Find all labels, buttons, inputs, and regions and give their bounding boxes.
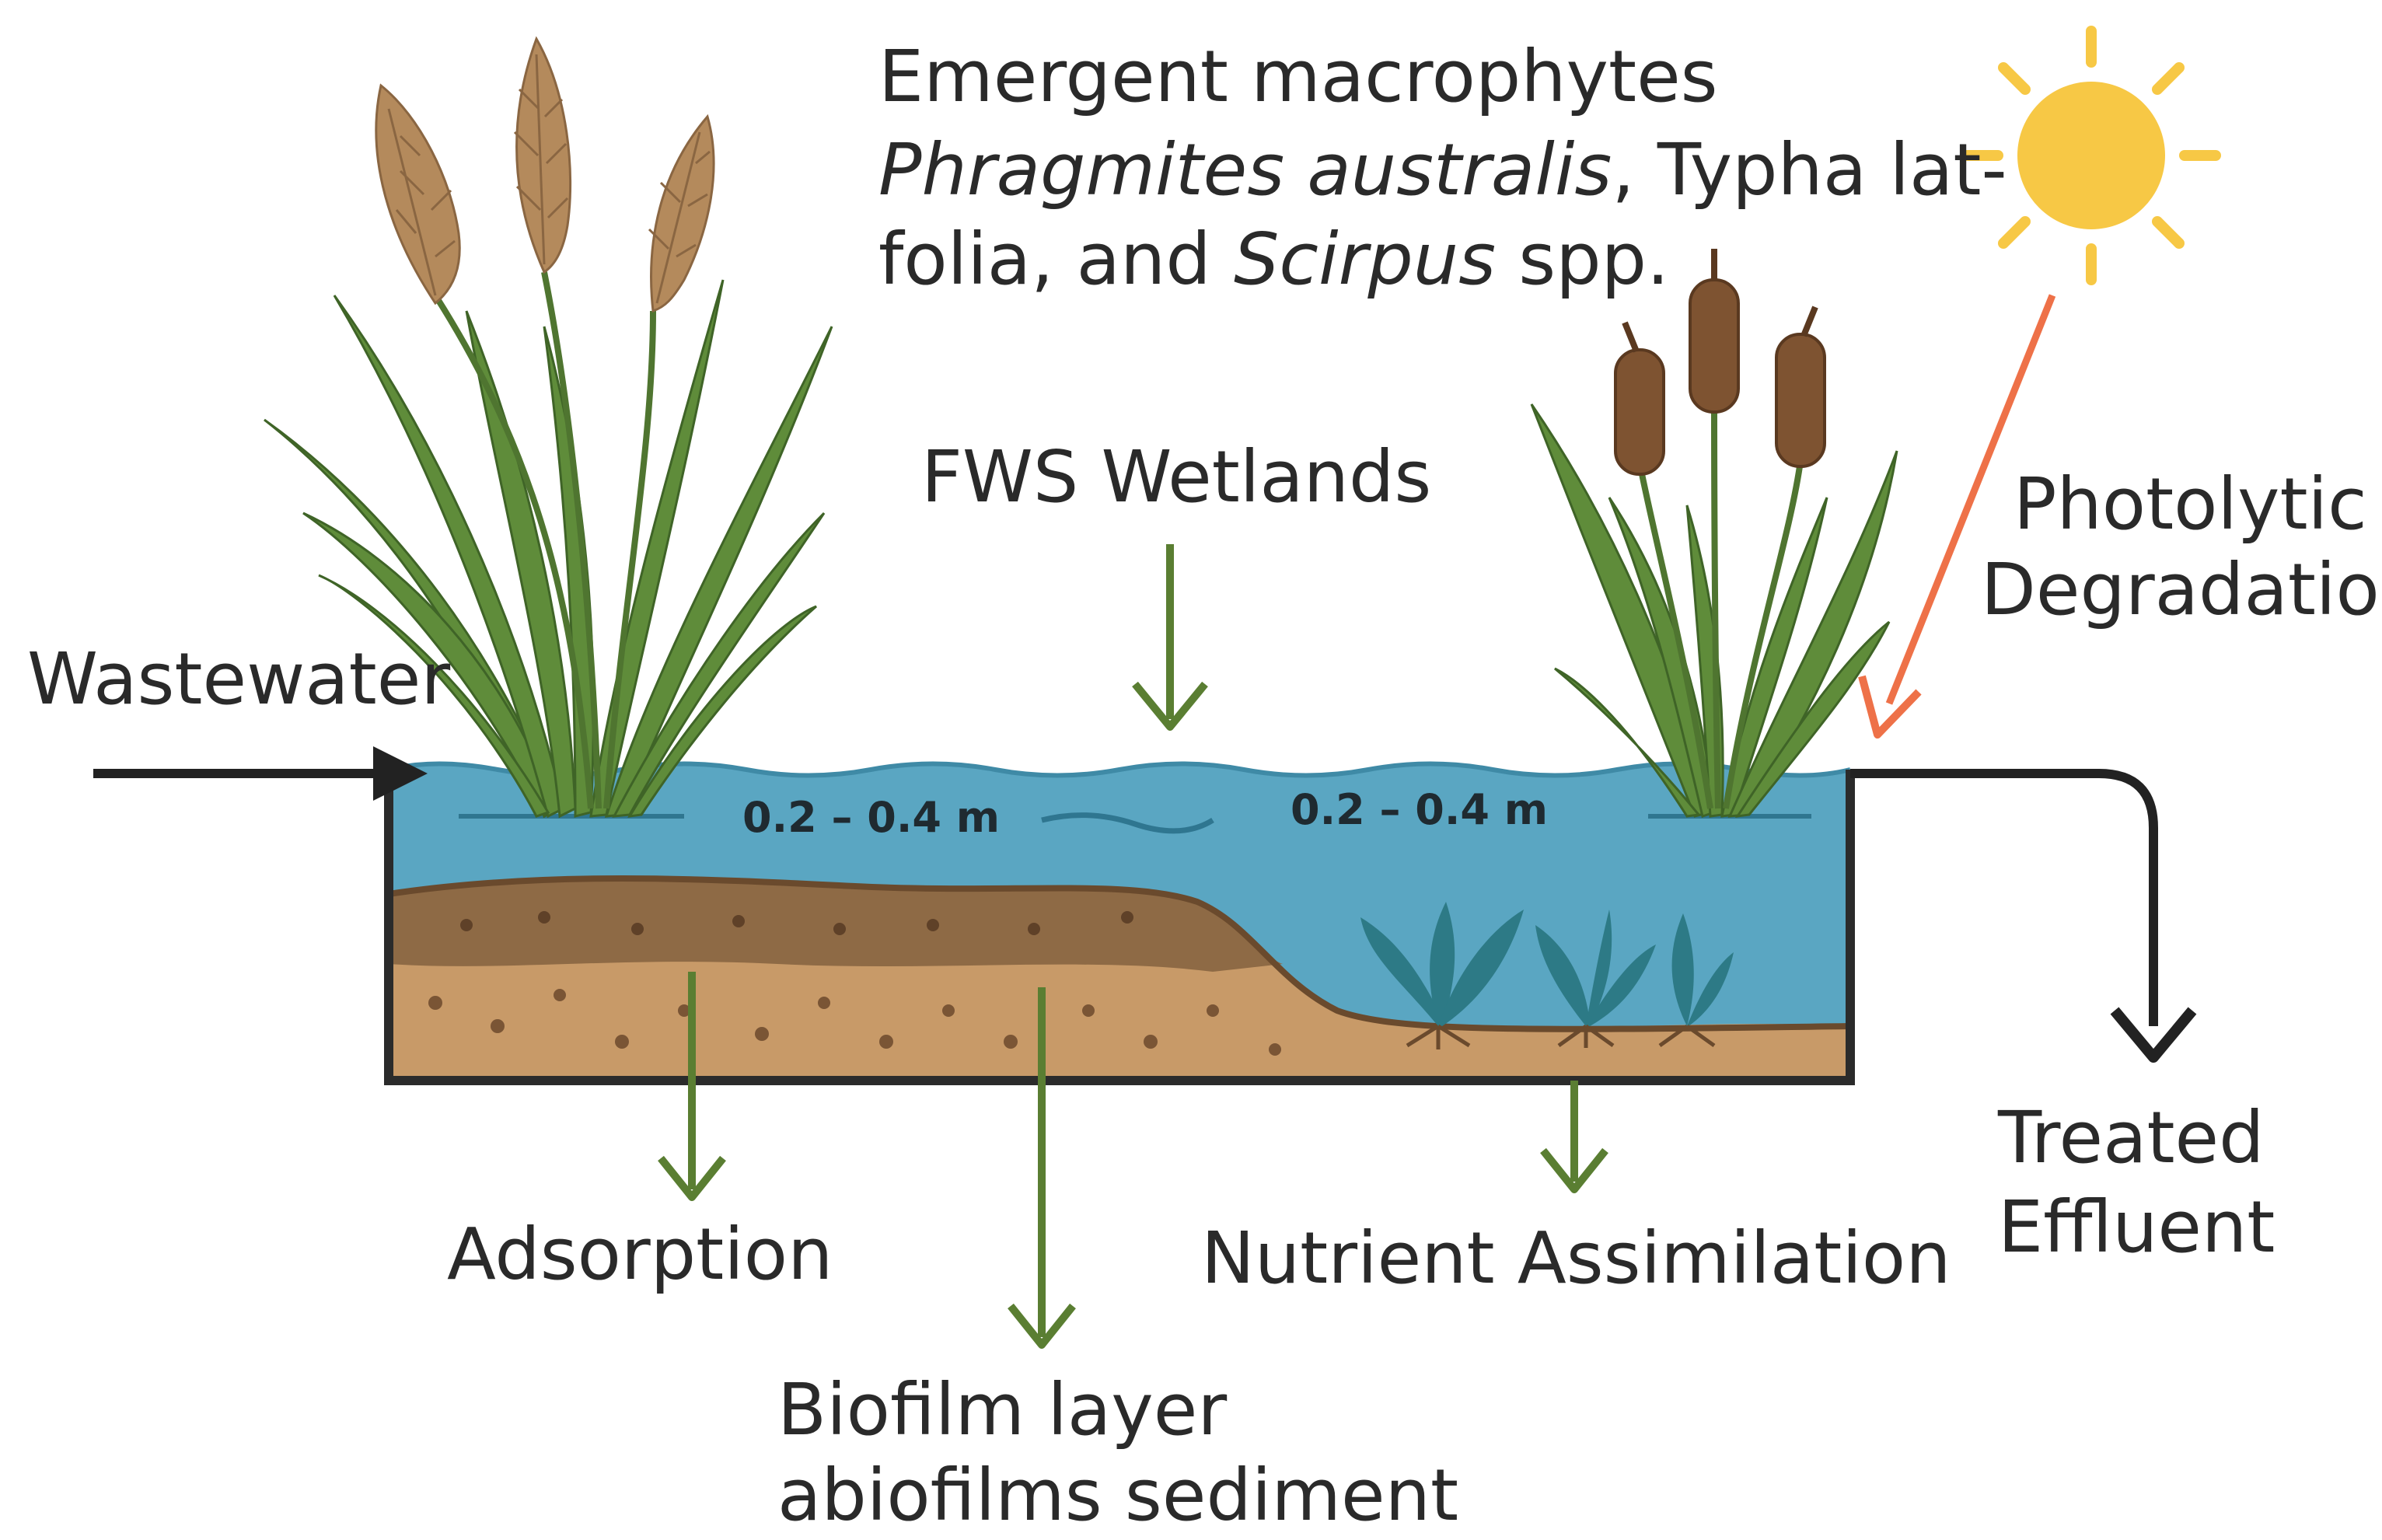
treated-label-line2: Effluent: [1998, 1186, 2275, 1269]
adsorption-label: Adsorption: [447, 1213, 833, 1296]
inflow-arrow: [93, 746, 428, 801]
species-phragmites: Phragmites australis: [878, 128, 1612, 211]
plants-title: Emergent macrophytes: [878, 35, 1718, 118]
plants-species-line3: folia, and Scirpus spp.: [878, 218, 1669, 301]
nutrient-label: Nutrient Assimilation: [1201, 1217, 1951, 1300]
outflow-arrow: [1850, 769, 2197, 1063]
photolytic-label-line2: Degradation: [1981, 548, 2382, 631]
wastewater-label: Wastewater: [27, 637, 450, 721]
species-typha-start: , Typha lat-: [1612, 128, 2007, 211]
biofilm-label-line2: abiofilms sediment: [777, 1454, 1458, 1537]
photolytic-arrow: [1858, 294, 2056, 739]
species-spp: spp.: [1496, 218, 1669, 301]
depth-label-left: 0.2 – 0.4 m: [742, 793, 1000, 842]
wetland-basin: [384, 761, 1855, 1085]
typha-cattails: [1530, 249, 1898, 818]
sun-icon: [1961, 26, 2221, 285]
species-scirpus: Scirpus: [1234, 218, 1496, 301]
depth-label-right: 0.2 – 0.4 m: [1291, 785, 1548, 834]
species-typha-end: folia, and: [878, 218, 1234, 301]
water-ripple: [1041, 812, 1214, 834]
fws-label: FWS Wetlands: [921, 435, 1431, 519]
basin-outline: [384, 770, 1855, 1085]
sediment-particles: [428, 911, 1281, 1056]
nutrient-arrow: [1540, 1081, 1608, 1193]
adsorption-arrow: [658, 972, 726, 1201]
submerged-plants: [1360, 902, 1734, 1026]
biofilm-label-line1: Biofilm layer: [777, 1368, 1227, 1451]
plants-species-line2: Phragmites australis, Typha lat-: [878, 128, 2007, 211]
fws-arrow: [1132, 544, 1208, 731]
phragmites-reeds: [264, 36, 833, 819]
biofilm-arrow: [1008, 987, 1076, 1349]
photolytic-label-line1: Photolytic: [2014, 463, 2367, 546]
sediment-top-line: [388, 875, 1851, 1032]
treated-label-line1: Treated: [1997, 1096, 2265, 1179]
submerged-roots: [1406, 1024, 1716, 1049]
